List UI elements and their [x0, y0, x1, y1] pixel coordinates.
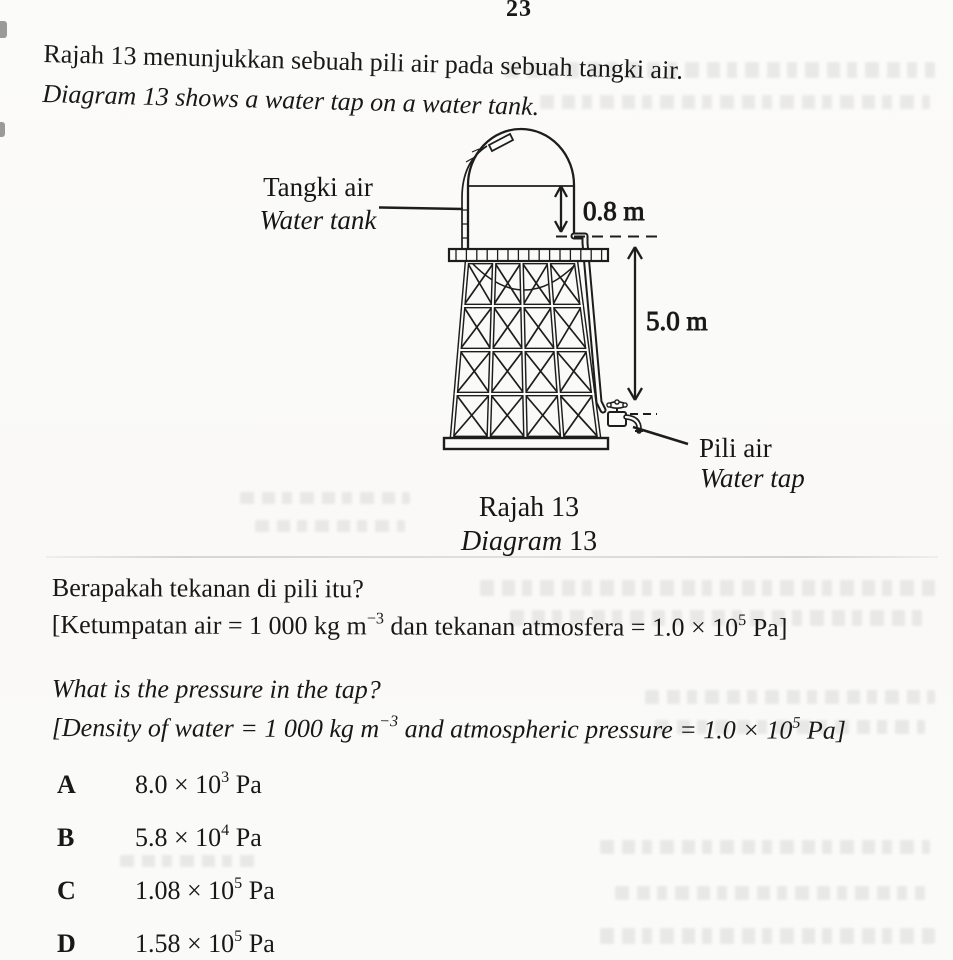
value-unit: Pa	[242, 876, 275, 905]
given-segment: dan tekanan atmosfera = 1.0 × 10	[383, 611, 739, 642]
option-value: 8.0 × 103 Pa	[135, 768, 262, 800]
platform-beam	[447, 247, 610, 263]
given-exponent: −3	[379, 712, 399, 730]
value-base: 1.58 × 10	[135, 929, 235, 958]
bleed-through-text	[510, 610, 930, 626]
value-exponent: 4	[221, 821, 230, 839]
bleed-through-text	[505, 62, 935, 78]
value-exponent: 3	[221, 768, 230, 786]
bleed-through-text	[480, 580, 935, 596]
page-number: 23	[506, 0, 532, 22]
option-letter: A	[57, 770, 76, 799]
question-english: What is the pressure in the tap? [Densit…	[52, 674, 846, 746]
bleed-through-text	[615, 886, 925, 900]
value-unit: Pa	[229, 770, 262, 799]
tank-label-english: Water tank	[260, 205, 378, 235]
value-exponent: 5	[234, 927, 243, 945]
given-segment: Pa]	[746, 613, 788, 643]
water-tap-drawing	[606, 399, 657, 434]
bleed-through-text	[600, 928, 935, 944]
value-unit: Pa	[229, 823, 262, 852]
bleed-through-text	[600, 840, 930, 854]
given-exponent: 5	[738, 611, 747, 629]
question-malay-given: [Ketumpatan air = 1 000 kg m−3 dan tekan…	[52, 610, 788, 643]
tower-base	[442, 436, 610, 451]
question-english-given: [Density of water = 1 000 kg m−3 and atm…	[52, 713, 846, 746]
dimension-5-0m-label: 5.0 m	[646, 306, 708, 336]
value-base: 1.08 × 10	[135, 876, 235, 905]
tower-truss	[449, 259, 602, 441]
scan-edge-smudge	[0, 122, 5, 137]
question-malay-prompt: Berapakah tekanan di pili itu?	[51, 573, 364, 604]
tap-label-pointer	[632, 425, 689, 446]
value-unit: Pa	[242, 929, 275, 958]
dimension-5-0m	[627, 246, 643, 401]
given-segment: [Density of water = 1 000 kg m	[51, 712, 380, 744]
dimension-0-8m	[553, 185, 569, 233]
bleed-through-text	[540, 95, 930, 109]
tank-label-malay: Tangki air	[263, 172, 373, 202]
option-letter: B	[57, 823, 75, 852]
value-base: 8.0 × 10	[135, 770, 222, 799]
value-exponent: 5	[234, 874, 243, 892]
option-value: 1.58 × 105 Pa	[135, 927, 275, 959]
dome-hatch	[487, 132, 515, 153]
given-segment: Pa]	[800, 715, 846, 745]
tank-label-pointer	[378, 206, 464, 211]
value-base: 5.8 × 10	[135, 823, 222, 852]
bleed-through-text	[255, 520, 405, 532]
given-segment: [Ketumpatan air = 1 000 kg m	[51, 609, 367, 641]
tap-label-english: Water tap	[700, 463, 805, 493]
bleed-through-text	[655, 720, 925, 734]
caption-english-word: Diagram	[460, 526, 562, 557]
given-segment: and atmospheric pressure = 1.0 × 10	[398, 714, 793, 745]
bleed-through-text	[645, 690, 935, 704]
caption-english-number: 13	[569, 526, 597, 557]
given-exponent: 5	[792, 714, 801, 732]
option-letter: D	[57, 929, 76, 958]
tank-ladder	[461, 145, 488, 252]
water-tank-drawing	[461, 127, 578, 291]
question-malay: Berapakah tekanan di pili itu? [Ketumpat…	[52, 573, 788, 643]
bleed-through-text	[240, 492, 410, 504]
option-value: 1.08 × 105 Pa	[135, 874, 275, 906]
bleed-through-rule	[46, 556, 938, 558]
caption-malay: Rajah 13	[479, 492, 579, 523]
bleed-through-text	[120, 855, 260, 867]
option-letter: C	[57, 876, 76, 905]
question-english-prompt: What is the pressure in the tap?	[51, 674, 381, 705]
given-exponent: −3	[366, 610, 385, 628]
option-value: 5.8 × 104 Pa	[135, 821, 262, 853]
dimension-0-8m-label: 0.8 m	[583, 196, 645, 226]
scan-edge-smudge	[0, 21, 7, 38]
tap-label-malay: Pili air	[699, 433, 772, 463]
